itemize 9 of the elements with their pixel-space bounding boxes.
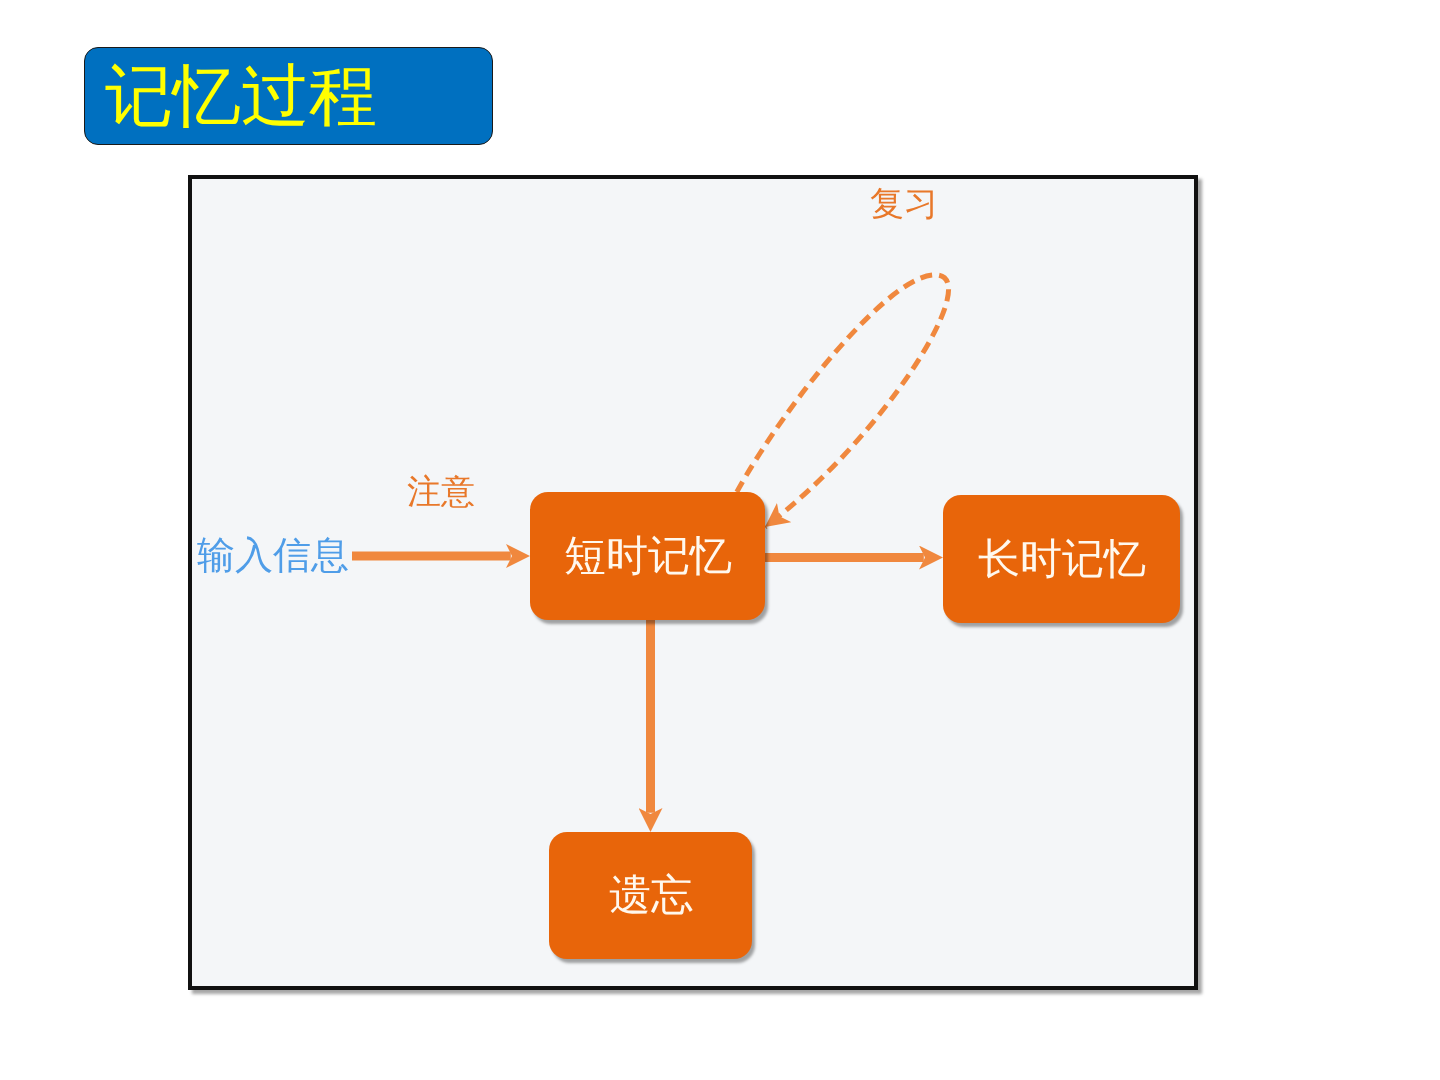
arrow	[765, 545, 943, 570]
loop-arrow	[734, 272, 951, 529]
arrow	[352, 544, 530, 568]
title-banner: 记忆过程	[84, 47, 493, 145]
process-box: 长时记忆	[943, 495, 1180, 623]
process-box: 遗忘	[549, 832, 752, 959]
process-box: 短时记忆	[530, 492, 765, 620]
start-text: 输入信息	[194, 522, 352, 590]
arrow	[638, 620, 663, 832]
